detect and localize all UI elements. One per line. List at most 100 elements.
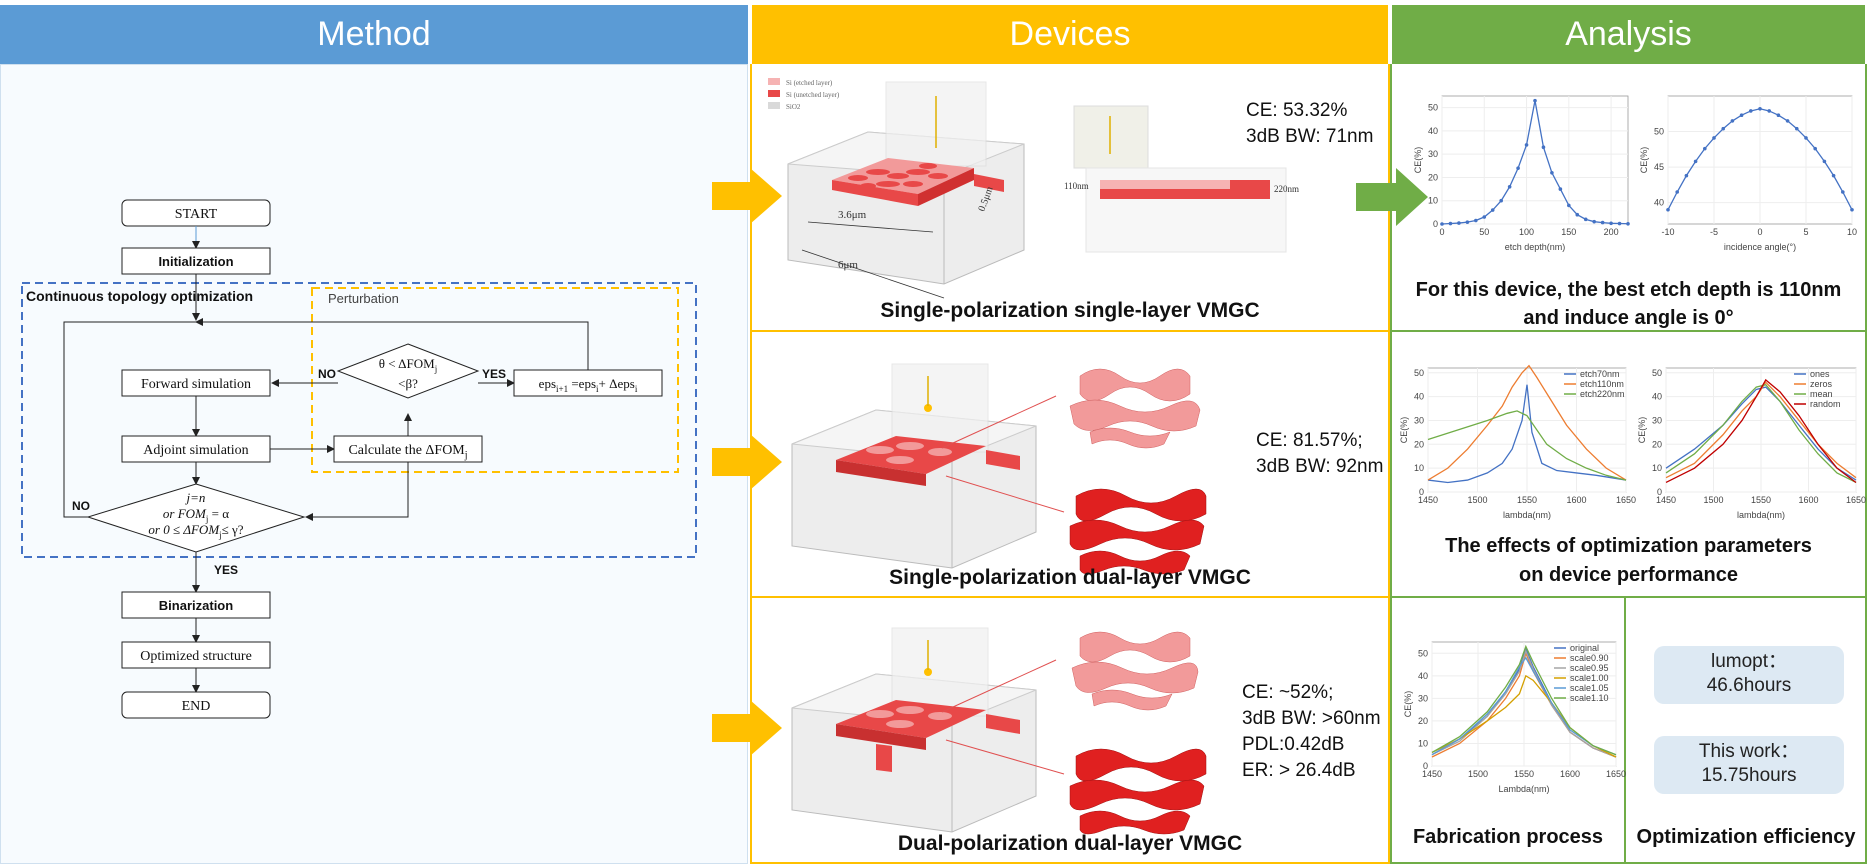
x-axis-label: incidence angle(°): [1724, 242, 1796, 252]
device3-metrics: CE: ~52%; 3dB BW: >60nm PDL:0.42dB ER: >…: [1242, 680, 1381, 784]
data-point: [1617, 221, 1622, 226]
cond2-line2: or FOMj = α: [163, 506, 229, 524]
binarization-node: [121, 591, 271, 619]
arrow-device1-to-analysis: [1356, 168, 1428, 226]
data-point: [1600, 220, 1605, 225]
forward-simulation-node: [121, 369, 271, 397]
y-tick-label: 45: [1654, 162, 1664, 172]
data-point: [1567, 203, 1571, 208]
data-point: [1739, 113, 1744, 117]
arrow-method-to-device3: [712, 700, 782, 756]
y-tick-label: 20: [1652, 439, 1662, 449]
device3-pdl: PDL:0.42dB: [1242, 734, 1345, 755]
devices-header-label: Devices: [1009, 15, 1131, 53]
data-point: [1507, 184, 1512, 189]
legend-entry: etch110nm: [1580, 379, 1624, 389]
binarization-text: Binarization: [159, 598, 233, 613]
data-point: [1841, 190, 1845, 194]
x-tick-label: 1550: [1514, 769, 1534, 779]
data-point: [1703, 146, 1707, 151]
method-panel: [0, 64, 748, 864]
data-point: [1795, 126, 1799, 131]
device3-ce: CE: ~52%;: [1242, 682, 1334, 703]
y-tick-label: 20: [1418, 716, 1428, 726]
x-axis-label: etch depth(nm): [1505, 242, 1566, 252]
analysis-row2-line1: The effects of optimization parameters: [1445, 535, 1812, 557]
device1-ce: CE: 53.32%: [1246, 100, 1348, 121]
analysis-header: Analysis: [1392, 5, 1865, 64]
legend-entry: etch220nm: [1580, 389, 1625, 399]
arrow-method-to-device1: [712, 168, 782, 224]
legend-entry: scale1.10: [1570, 693, 1609, 703]
data-point: [1730, 119, 1735, 123]
method-header-label: Method: [317, 15, 431, 53]
data-point: [1693, 159, 1698, 164]
device2-bw: 3dB BW: 92nm: [1256, 456, 1384, 477]
x-tick-label: -5: [1710, 227, 1718, 237]
y-tick-label: 10: [1652, 463, 1662, 473]
data-point: [1474, 218, 1478, 223]
y-tick-label: 40: [1428, 126, 1438, 136]
lumopt-label: lumopt：: [1710, 651, 1788, 672]
y-tick-label: 30: [1428, 149, 1438, 159]
thiswork-label: This work：: [1698, 741, 1800, 762]
data-point: [1822, 159, 1827, 164]
no-label-2: NO: [72, 499, 90, 513]
device2-ce: CE: 81.57%;: [1256, 430, 1363, 451]
lumopt-time-box: lumopt： 46.6hours: [1654, 646, 1844, 704]
y-tick-label: 40: [1418, 671, 1428, 681]
legend-entry: etch70nm: [1580, 369, 1620, 379]
y-tick-label: 20: [1428, 172, 1438, 182]
method-header: Method: [0, 5, 748, 64]
data-point: [1758, 107, 1762, 111]
forward-text: Forward simulation: [141, 377, 251, 392]
x-tick-label: 1500: [1467, 495, 1487, 505]
data-point: [1482, 215, 1487, 219]
x-tick-label: 1450: [1656, 495, 1676, 505]
y-tick-label: 10: [1418, 738, 1428, 748]
y-tick-label: 30: [1652, 415, 1662, 425]
dim-220nm: 220nm: [1274, 184, 1299, 194]
analysis-header-label: Analysis: [1565, 15, 1692, 53]
data-point: [1813, 146, 1817, 151]
thiswork-time-box: This work： 15.75hours: [1654, 736, 1844, 794]
yes-label-1: YES: [482, 367, 506, 381]
analysis-row2-line2: on device performance: [1519, 564, 1738, 586]
x-axis-label: Lambda(nm): [1498, 784, 1549, 794]
y-tick-label: 10: [1414, 463, 1424, 473]
data-point: [1457, 221, 1461, 225]
data-point: [1524, 143, 1529, 147]
data-point: [1684, 173, 1689, 178]
device2-caption: Single-polarization dual-layer VMGC: [889, 566, 1251, 589]
legend-entry: mean: [1810, 389, 1833, 399]
devices-header: Devices: [752, 5, 1388, 64]
cond2-line1: j=n: [185, 490, 206, 505]
eps-update-text: epsi+1 =epsi+ Δepsi: [539, 376, 638, 394]
device1-caption: Single-polarization single-layer VMGC: [880, 299, 1260, 322]
y-tick-label: 0: [1423, 761, 1428, 771]
legend-entry: scale0.95: [1570, 663, 1609, 673]
data-point: [1465, 220, 1470, 224]
y-tick-label: 50: [1654, 127, 1664, 137]
legend-entry: scale0.90: [1570, 653, 1609, 663]
analysis-row2-caption: The effects of optimization parameters o…: [1392, 532, 1865, 590]
x-tick-label: 1650: [1606, 769, 1626, 779]
x-tick-label: 0: [1439, 227, 1444, 237]
plot-area: [1441, 95, 1629, 225]
series-line: [1665, 381, 1857, 479]
series-line: [1431, 656, 1617, 756]
x-tick-label: 1650: [1616, 495, 1636, 505]
no-label-1: NO: [318, 367, 336, 381]
legend-sio2: SiO2: [786, 103, 801, 111]
cond1-line2: <β?: [398, 376, 418, 391]
data-point: [1575, 212, 1580, 217]
series-line: [1427, 364, 1627, 481]
y-tick-label: 0: [1657, 487, 1662, 497]
data-point: [1804, 136, 1808, 140]
devices-divider-1: [750, 330, 1390, 332]
end-text: END: [182, 699, 211, 714]
data-point: [1440, 222, 1444, 226]
